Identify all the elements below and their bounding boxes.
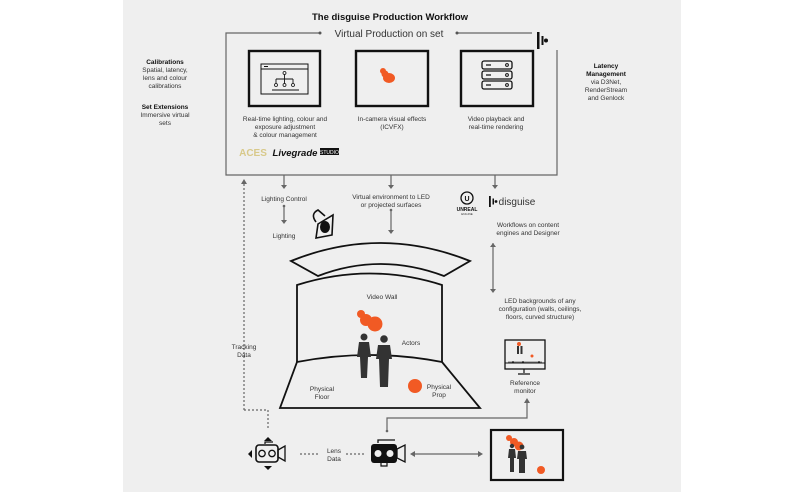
workflows-label: Workflows on content bbox=[497, 222, 559, 229]
tracking-data-line bbox=[243, 182, 269, 428]
led-ceiling bbox=[288, 242, 473, 277]
svg-text:UNREAL: UNREAL bbox=[457, 207, 478, 213]
latency-text: via D3Net, bbox=[591, 79, 622, 86]
reference-monitor-icon bbox=[504, 339, 546, 375]
virtual-blob bbox=[357, 310, 383, 332]
led-backgrounds-label: configuration (walls, ceilings, bbox=[499, 306, 582, 313]
cinema-camera-icon bbox=[371, 439, 406, 467]
lighting-label: Lighting bbox=[273, 233, 296, 240]
output-monitor bbox=[489, 428, 565, 482]
physical-prop-label: Physical bbox=[427, 384, 452, 391]
calibrations-text: Spatial, latency, bbox=[142, 67, 188, 74]
tracking-data-label: Tracking bbox=[232, 344, 257, 351]
box-caption: & colour management bbox=[253, 132, 317, 139]
virtual-env-label: or projected surfaces bbox=[361, 202, 422, 209]
svg-text:ENGINE: ENGINE bbox=[461, 212, 473, 216]
frame-title: Virtual Production on set bbox=[335, 29, 444, 40]
set-extensions-heading: Set Extensions bbox=[142, 104, 189, 111]
physical-prop bbox=[408, 379, 422, 393]
spotlight-icon bbox=[312, 209, 334, 239]
calibrations-text: calibrations bbox=[149, 83, 183, 90]
lighting-control-label: Lighting Control bbox=[261, 196, 307, 203]
led-backgrounds-label: floors, curved structure) bbox=[506, 314, 574, 321]
workflows-label: engines and Designer bbox=[496, 230, 560, 237]
svg-text:U: U bbox=[464, 196, 469, 203]
reference-monitor-label: Reference bbox=[510, 380, 540, 387]
latency-heading: Management bbox=[586, 71, 627, 78]
server-rack-icon bbox=[459, 49, 535, 108]
latency-text: RenderStream bbox=[585, 87, 627, 94]
camera-output-lines bbox=[386, 402, 528, 455]
led-backgrounds-label: LED backgrounds of any bbox=[504, 298, 576, 305]
box-caption: Real-time lighting, colour and bbox=[243, 116, 328, 123]
box-caption: real-time rendering bbox=[469, 124, 524, 131]
video-wall bbox=[296, 272, 443, 362]
flow-arrows bbox=[281, 175, 498, 293]
physical-floor-label: Physical bbox=[310, 386, 335, 393]
set-extensions-text: sets bbox=[159, 120, 172, 127]
virtual-production-frame: Virtual Production on set bbox=[225, 29, 558, 176]
lens-data-label: Data bbox=[327, 456, 341, 463]
tracking-data-label: Data bbox=[237, 352, 251, 359]
video-wall-label: Video Wall bbox=[367, 294, 398, 301]
livegrade-logo: Livegrade bbox=[273, 148, 319, 159]
box-caption: exposure adjustment bbox=[255, 124, 316, 131]
disguise-mark-icon bbox=[537, 32, 548, 49]
icvfx-blob-icon bbox=[354, 49, 430, 108]
reference-monitor-label: monitor bbox=[514, 388, 537, 395]
disguise-logo: disguise bbox=[489, 196, 536, 208]
tracked-camera-icon bbox=[248, 437, 286, 470]
box-caption: (ICVFX) bbox=[380, 124, 403, 131]
unreal-engine-logo: U UNREAL ENGINE bbox=[457, 191, 478, 216]
virtual-env-label: Virtual environment to LED bbox=[352, 194, 430, 201]
diagram-title: The disguise Production Workflow bbox=[312, 12, 469, 23]
physical-prop-label: Prop bbox=[432, 392, 446, 399]
lighting-control-window-icon bbox=[247, 49, 322, 108]
box-caption: In-camera visual effects bbox=[358, 116, 427, 123]
actors-label: Actors bbox=[402, 340, 421, 347]
svg-text:disguise: disguise bbox=[499, 197, 536, 208]
box-caption: Video playback and bbox=[468, 116, 525, 123]
latency-heading: Latency bbox=[594, 63, 619, 70]
latency-text: and Genlock bbox=[588, 95, 625, 102]
aces-logo: ACES bbox=[239, 148, 267, 159]
lens-data-label: Lens bbox=[327, 448, 342, 455]
physical-floor-label: Floor bbox=[315, 394, 331, 401]
livegrade-badge: STUDIO bbox=[320, 150, 339, 156]
calibrations-text: lens and colour bbox=[143, 75, 188, 82]
calibrations-heading: Calibrations bbox=[146, 59, 184, 66]
actors-silhouettes bbox=[357, 333, 392, 387]
set-extensions-text: Immersive virtual bbox=[140, 112, 190, 119]
